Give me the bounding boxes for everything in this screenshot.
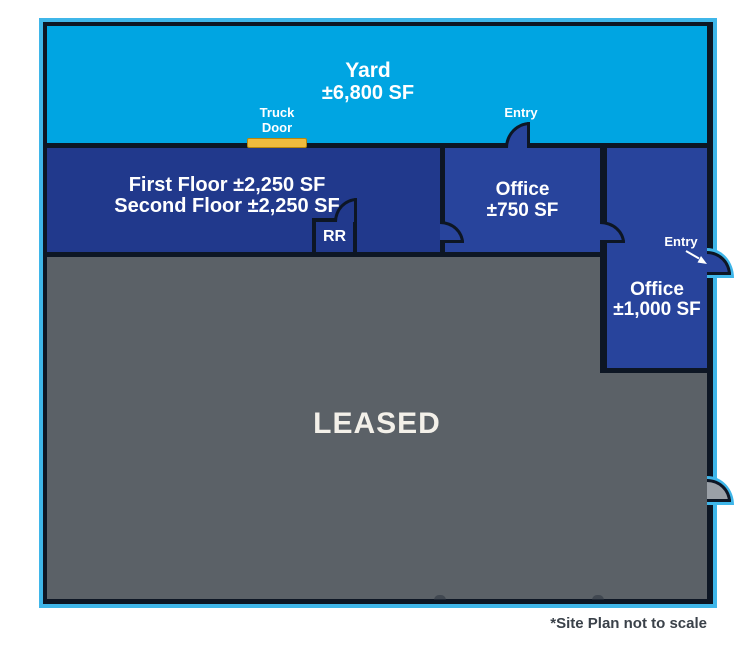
restroom-box: RR — [312, 218, 357, 252]
rear-door-notch — [434, 595, 446, 600]
entry-arrow-icon — [685, 250, 707, 264]
office-1000-region — [607, 148, 707, 368]
office-750-region — [445, 148, 600, 252]
leased-side-door-icon — [707, 479, 731, 502]
office-750-label: Office ±750 SF — [486, 179, 559, 221]
leased-region — [47, 257, 600, 599]
truck-door-marker — [247, 138, 307, 148]
office-1000-entry-door-icon — [707, 251, 731, 275]
yard-title: Yard — [345, 59, 391, 82]
yard-label: Yard ±6,800 SF — [47, 59, 689, 105]
restroom-label: RR — [322, 228, 347, 245]
yard-region — [47, 26, 707, 143]
entry-right-label: Entry — [664, 234, 698, 249]
yard-size: ±6,800 SF — [321, 82, 415, 104]
truck-door-label: Truck Door — [259, 105, 295, 135]
first-floor-label: First Floor ±2,250 SF Second Floor ±2,25… — [114, 174, 340, 217]
entry-door-outline — [707, 248, 734, 278]
rear-door-notch — [592, 595, 604, 600]
first-floor-region — [47, 148, 440, 252]
entry-top-label: Entry — [504, 105, 538, 120]
leased-region — [600, 373, 707, 599]
site-plan-footnote: *Site Plan not to scale — [550, 615, 707, 632]
leased-door-outline — [707, 476, 734, 505]
leased-label: LEASED — [313, 407, 441, 440]
office-1000-label: Office ±1,000 SF — [613, 279, 701, 320]
